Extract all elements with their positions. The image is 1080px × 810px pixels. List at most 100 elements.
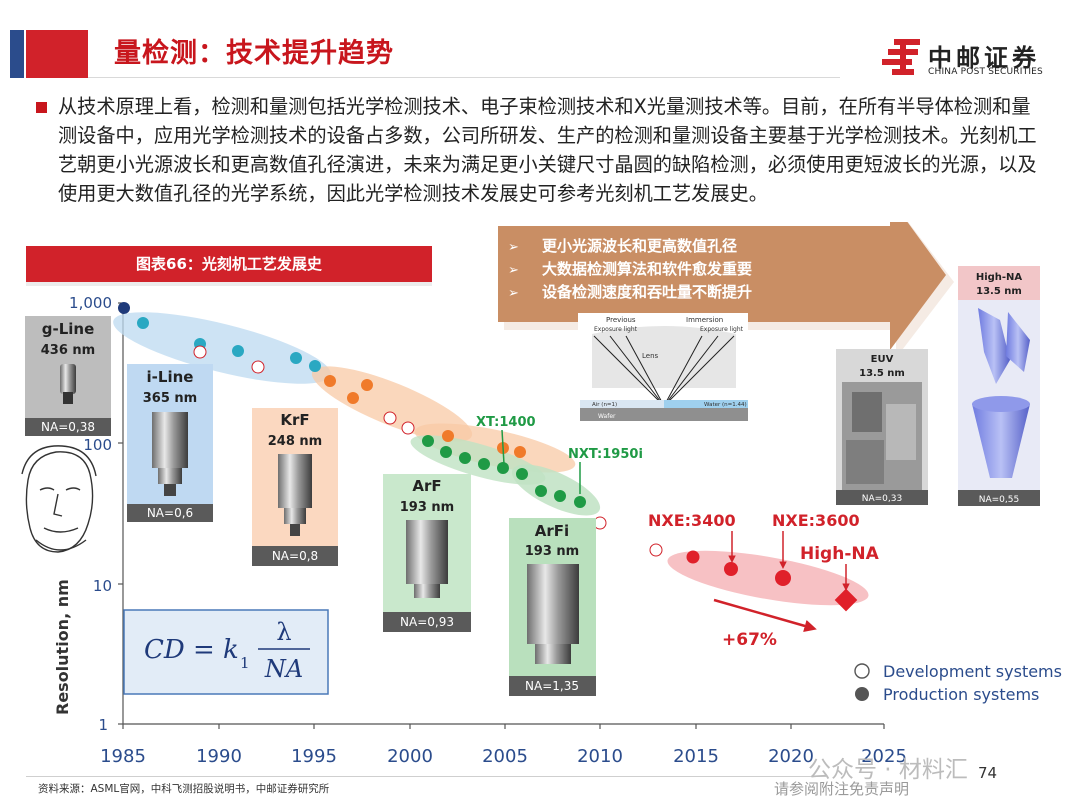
- point-iline-4: [290, 352, 302, 364]
- iline-name: i-Line: [147, 368, 194, 386]
- point-iline-5: [309, 360, 321, 372]
- legend-production-label: Production systems: [883, 685, 1039, 704]
- euv-na: NA=0,33: [862, 494, 902, 504]
- trend-item-1: 更小光源波长和更高数值孔径: [542, 237, 737, 255]
- point-krf-dev: [383, 411, 397, 425]
- trend-item-2: 大数据检测算法和软件愈发重要: [542, 260, 752, 278]
- krf-na: NA=0,8: [272, 549, 318, 563]
- point-arfi-2: [554, 490, 566, 502]
- inset-exposure-light-left: Exposure light: [594, 326, 638, 333]
- arfi-wavelength: 193 nm: [525, 544, 579, 559]
- inset-wafer: Wafer: [598, 413, 616, 420]
- label-nxt1950i: NXT:1950i: [568, 447, 643, 462]
- y-axis-label: Resolution, nm: [53, 579, 72, 715]
- x-tick-2020: 2020: [768, 746, 814, 767]
- footer-divider: [26, 776, 826, 777]
- card-euv: EUV 13.5 nm NA=0,33: [836, 349, 928, 505]
- point-iline-dev-2: [251, 360, 265, 374]
- arf-wavelength: 193 nm: [400, 500, 454, 515]
- band-iline: [113, 312, 331, 384]
- x-tick-1990: 1990: [196, 746, 242, 767]
- label-nxe3400: NXE:3400: [648, 511, 736, 530]
- y-tick-1000: 1,000: [69, 294, 112, 312]
- trend-item-3: 设备检测速度和吞吐量不断提升: [542, 283, 752, 301]
- high-na-na: NA=0,55: [979, 495, 1019, 505]
- y-tick-labels: 1,000 100 10 1: [69, 294, 112, 734]
- band-euv: [667, 550, 869, 606]
- label-gain: +67%: [722, 630, 777, 650]
- euv-wavelength: 13.5 nm: [859, 368, 905, 379]
- inset-lens: Lens: [642, 352, 659, 360]
- high-na-name: High-NA: [976, 272, 1023, 283]
- china-post-logo-icon: [882, 39, 920, 75]
- gline-name: g-Line: [42, 320, 95, 338]
- logo-chinese-name: 中邮证券: [928, 44, 1040, 72]
- x-tick-1995: 1995: [291, 746, 337, 767]
- header-accent-red: [26, 30, 88, 78]
- header-divider: [88, 77, 840, 78]
- legend-development-label: Development systems: [883, 662, 1062, 681]
- gline-na: NA=0,38: [41, 420, 95, 434]
- y-tick-100: 100: [83, 436, 112, 454]
- immersion-diagram: Previous Immersion Exposure light Exposu…: [578, 313, 748, 423]
- point-arf-2: [440, 446, 452, 458]
- page-number: 74: [978, 764, 998, 782]
- x-tick-2010: 2010: [577, 746, 623, 767]
- legend-development-marker: [854, 663, 870, 679]
- point-nxe3600: [775, 570, 791, 586]
- arfi-na: NA=1,35: [525, 679, 579, 693]
- point-iline-3: [232, 345, 244, 357]
- point-krf-3: [361, 379, 373, 391]
- point-euv-dev: [649, 543, 663, 557]
- gline-wavelength: 436 nm: [41, 343, 95, 358]
- caption-shadow: [26, 282, 432, 286]
- inset-immersion: Immersion: [686, 316, 723, 324]
- legend: Development systems Production systems: [854, 662, 1062, 704]
- point-arf-1: [422, 435, 434, 447]
- high-na-wavelength: 13.5 nm: [976, 286, 1022, 297]
- body-paragraph: 从技术原理上看，检测和量测包括光学检测技术、电子束检测技术和X光量测技术等。目前…: [58, 95, 1037, 205]
- band-arf-xt: [414, 423, 576, 473]
- trajectory-points: [118, 302, 858, 612]
- point-nxe3400: [724, 562, 738, 576]
- arf-na: NA=0,93: [400, 615, 454, 629]
- point-high-na: [834, 588, 858, 612]
- point-krf-2: [347, 392, 359, 404]
- inset-water: Water (n=1.44): [704, 402, 747, 408]
- point-arfi-1: [535, 485, 547, 497]
- formula-lhs: CD = k: [144, 635, 239, 665]
- watermark: 公众号 · 材料汇: [808, 757, 968, 783]
- point-krf-dev-2: [401, 421, 415, 435]
- portrait-sketch: [21, 445, 97, 553]
- x-tick-2015: 2015: [673, 746, 719, 767]
- card-gline: g-Line 436 nm NA=0,38: [25, 316, 111, 436]
- x-tick-2005: 2005: [482, 746, 528, 767]
- figure-caption: 图表66：光刻机工艺发展史: [26, 246, 432, 282]
- trend-marker-3: ➢: [508, 286, 519, 301]
- disclaimer-note: 请参阅附注免责声明: [774, 780, 910, 798]
- page-title: 量检测：技术提升趋势: [114, 38, 394, 69]
- point-arfi-3: [574, 496, 586, 508]
- card-arf: ArF 193 nm NA=0,93: [383, 474, 471, 632]
- point-iline-dev-1: [193, 345, 207, 359]
- formula-sub: 1: [240, 654, 250, 672]
- x-tick-2025: 2025: [861, 746, 907, 767]
- point-arf-6: [516, 468, 528, 480]
- x-tick-2000: 2000: [387, 746, 433, 767]
- lithography-history-figure: ➢ ➢ ➢ 更小光源波长和更高数值孔径 大数据检测算法和软件愈发重要 设备检测速…: [21, 222, 1062, 767]
- euv-name: EUV: [871, 354, 894, 365]
- point-euv-1: [686, 550, 700, 564]
- source-note: 资料来源：ASML官网，中科飞测招股说明书，中邮证券研究所: [38, 783, 330, 795]
- card-high-na: High-NA 13.5 nm NA=0,55: [958, 266, 1040, 506]
- point-arf-4: [478, 458, 490, 470]
- point-arf-3: [459, 452, 471, 464]
- x-tick-1985: 1985: [100, 746, 146, 767]
- krf-wavelength: 248 nm: [268, 434, 322, 449]
- legend-production-marker: [855, 687, 869, 701]
- bullet-square: [36, 102, 47, 113]
- inset-exposure-light-right: Exposure light: [700, 326, 744, 333]
- point-krf-4: [442, 430, 454, 442]
- formula-num: λ: [276, 618, 291, 646]
- logo-english-name: CHINA POST SECURITIES: [928, 67, 1043, 77]
- formula-box: CD = k 1 λ NA: [123, 609, 329, 695]
